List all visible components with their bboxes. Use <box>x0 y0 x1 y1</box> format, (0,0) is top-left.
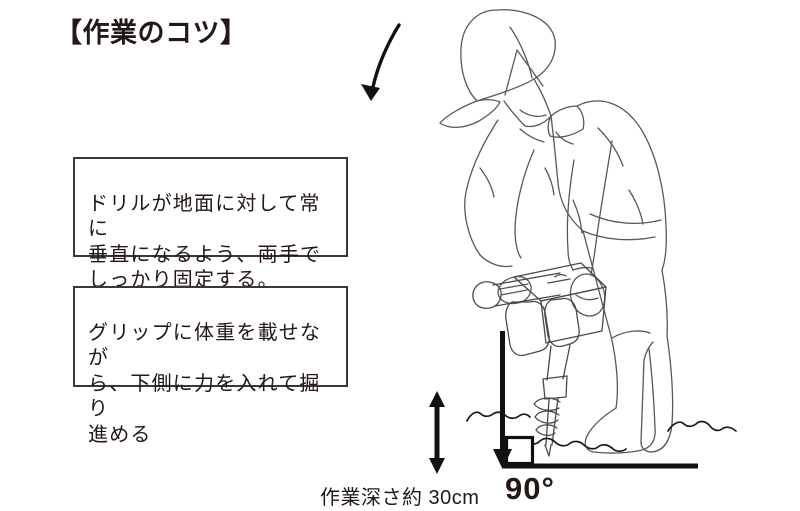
worker-figure <box>439 9 674 454</box>
torso <box>519 100 668 271</box>
chuck <box>542 375 568 400</box>
drive-shaft <box>546 344 571 381</box>
far-arm <box>566 140 613 317</box>
collar <box>547 105 585 145</box>
handlebar <box>492 272 561 307</box>
tip-box-apply-weight: グリップに体重を載せなが ら、下側に力を入れて掘り 進める <box>73 286 348 446</box>
auger-bit <box>533 397 561 457</box>
legs <box>582 230 674 454</box>
earth-auger-drill <box>472 262 607 457</box>
depth-label: 作業深さ約 30cm <box>320 487 480 509</box>
tip-box-hold-drill: ドリルが地面に対して常に 垂直になるよう、両手で しっかり固定する。 <box>73 157 348 291</box>
battery-pack <box>505 300 550 357</box>
housing-detail <box>547 273 571 284</box>
page-title: 【作業のコツ】 <box>55 18 248 48</box>
depth-range-arrow-icon <box>429 391 445 474</box>
face <box>503 49 552 128</box>
near-arm <box>464 119 535 305</box>
rotation-arrow-icon <box>361 23 401 101</box>
tip-text: グリップに体重を載せなが ら、下側に力を入れて掘り 進める <box>88 321 322 446</box>
motor-body <box>544 297 580 348</box>
housing-front <box>540 286 607 344</box>
left-grip <box>472 281 502 309</box>
cap <box>439 9 556 128</box>
perpendicular-drop-arrow <box>493 331 512 469</box>
angle-label: 90° <box>505 471 555 506</box>
tip-text: ドリルが地面に対して常に 垂直になるよう、両手で しっかり固定する。 <box>88 192 322 292</box>
